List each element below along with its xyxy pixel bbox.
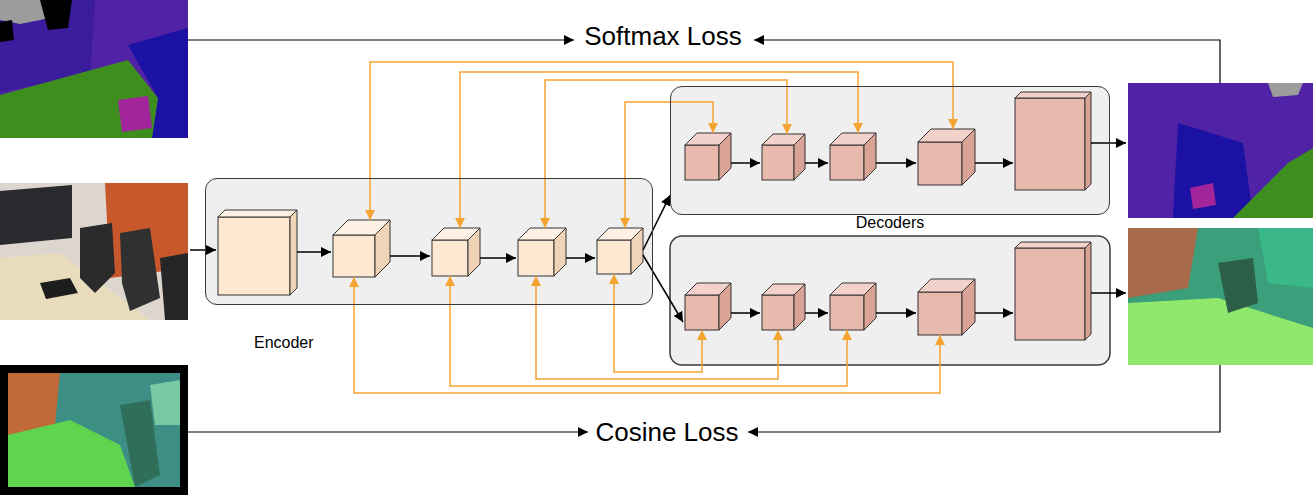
decoder-cubes [918, 142, 962, 185]
encoder-cubes [468, 228, 480, 276]
normals-output [1258, 228, 1313, 288]
encoder-arrows [390, 255, 430, 257]
encoder-decoder-arrow [653, 195, 670, 229]
segmentation-image [0, 0, 188, 138]
encoder-arrows [190, 250, 683, 322]
encoder-arrows [190, 249, 216, 251]
encoder-cubes [432, 240, 468, 276]
segmentation-output [1190, 183, 1216, 209]
skip-connection [354, 277, 940, 393]
decoder-cubes [731, 143, 1126, 163]
normals-image [0, 365, 188, 495]
rgb-photo [0, 183, 188, 320]
panel-box: Encoder [205, 178, 653, 305]
loss-arrow [748, 365, 1220, 432]
normals-output [1128, 228, 1198, 298]
skip-connection [450, 276, 847, 386]
skip-connection [354, 62, 953, 393]
segmentation-image [0, 60, 158, 138]
loss-arrow [188, 431, 588, 432]
decoder-cubes [805, 162, 828, 164]
segmentation-output [1173, 123, 1253, 218]
encoder-cubes [218, 210, 643, 295]
encoder-arrows [480, 257, 516, 259]
decoder-cubes [762, 145, 794, 180]
encoder-cubes [290, 210, 297, 295]
encoder-arrows [566, 257, 595, 259]
decoder-cubes [1085, 92, 1091, 190]
decoder-cubes [962, 129, 975, 185]
segmentation-image [0, 20, 14, 42]
panel-label: Decoders [856, 215, 924, 231]
loss-label: Softmax Loss [584, 23, 742, 49]
rgb-photo [40, 278, 78, 299]
segmentation-image [40, 0, 72, 30]
encoder-cubes [218, 210, 297, 217]
skip-connection [545, 80, 787, 228]
segmentation-image [0, 0, 188, 138]
encoder-cubes [631, 228, 643, 274]
rgb-photo [0, 183, 188, 320]
panel-label: Encoder [254, 335, 314, 351]
encoder-cubes [218, 217, 290, 295]
decoder-cubes [864, 133, 876, 180]
segmentation-output [1268, 83, 1303, 97]
rgb-photo [80, 223, 115, 293]
normals-output [1128, 298, 1313, 365]
skip-connection [536, 276, 778, 379]
encoder-arrows [297, 251, 331, 253]
rgb-photo [160, 253, 188, 320]
loss-label: Cosine Loss [595, 419, 738, 445]
normals-image [150, 380, 180, 425]
encoder-cubes [518, 240, 554, 276]
panel-box: Decoders [670, 86, 1110, 215]
decoder-cubes [1015, 92, 1091, 98]
segmentation-image [118, 96, 152, 132]
decoder-cubes [685, 92, 1091, 190]
skip-connection [625, 102, 713, 228]
encoder-cubes [554, 228, 566, 276]
decoder-cubes [685, 145, 719, 180]
rgb-photo [120, 228, 160, 311]
encoder-cubes [375, 220, 390, 277]
normals-output [1218, 258, 1258, 313]
encoder-arrows [643, 255, 683, 322]
normals-image [8, 373, 180, 487]
loss-arrow [188, 39, 574, 40]
segmentation-output [1233, 148, 1313, 218]
decoder-cubes [731, 162, 760, 164]
encoder-ground [205, 178, 653, 305]
skip-connection [614, 274, 702, 372]
decoder-ground [670, 86, 1110, 215]
normals-output [1128, 228, 1313, 365]
segmentation-output [1128, 83, 1313, 218]
decoder-cubes [975, 162, 1013, 164]
rgb-photo [0, 185, 72, 245]
normals-output [1128, 228, 1313, 365]
decoder-cubes [1091, 142, 1126, 144]
normals-image [8, 420, 135, 487]
segmentation-output [1128, 83, 1313, 218]
encoder-cubes [333, 235, 375, 277]
loss-arrow [754, 40, 1220, 83]
decoder-cubes [794, 134, 805, 180]
encoder-cubes [597, 240, 631, 274]
decoder-cubes [1015, 98, 1085, 190]
skip-connection [460, 72, 858, 228]
split-arrow-stem [643, 230, 653, 250]
loss-label-box: Softmax Loss [584, 23, 742, 49]
decoder-cubes [685, 92, 1126, 190]
loss-arrow [188, 40, 1220, 432]
decoder-cubes [876, 162, 916, 164]
loss-label-box: Cosine Loss [595, 419, 738, 445]
normals-image [0, 365, 188, 495]
decoder-cubes [830, 145, 864, 180]
decoder-cubes [685, 242, 1126, 340]
decoder-cubes [719, 133, 731, 180]
